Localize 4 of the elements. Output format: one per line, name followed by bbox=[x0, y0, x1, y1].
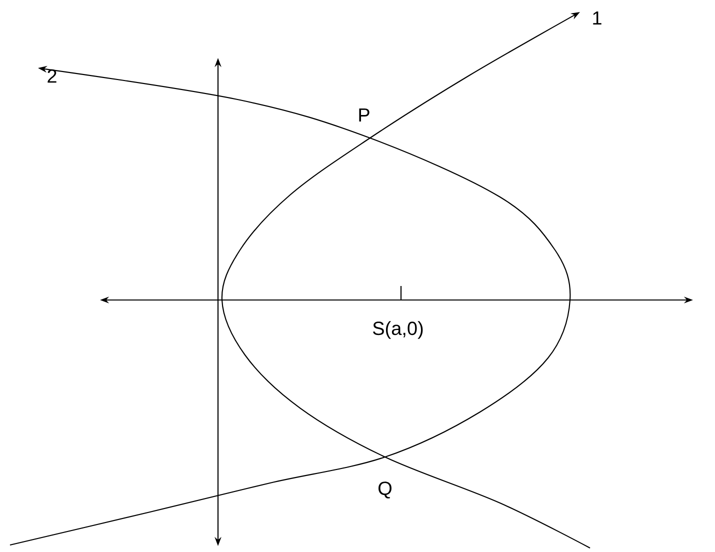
point-label: P bbox=[359, 108, 370, 122]
point-label: Q bbox=[378, 482, 392, 498]
point-label: S(a,0) bbox=[373, 321, 423, 339]
curve-label: 1 bbox=[593, 11, 602, 25]
